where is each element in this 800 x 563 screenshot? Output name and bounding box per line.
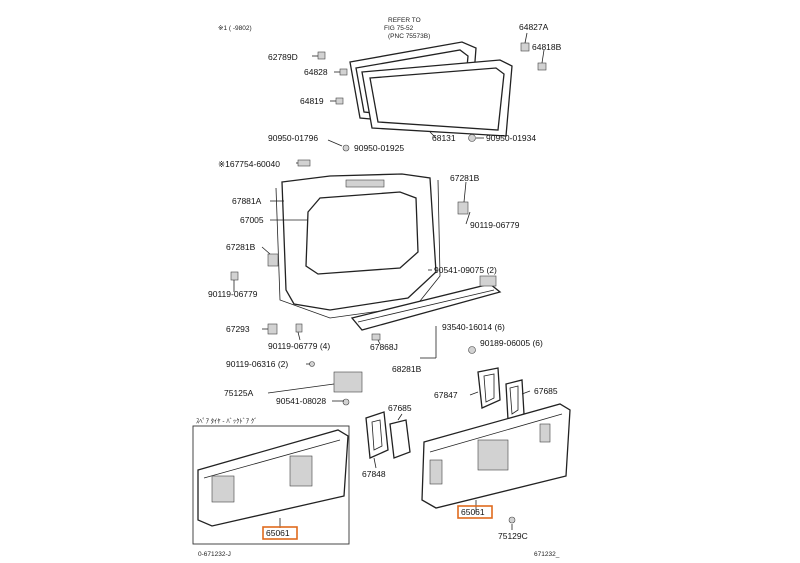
label-90119-06779-left: 90119-06779 bbox=[208, 289, 258, 299]
label-90950-01934: 90950-01934 bbox=[486, 133, 536, 143]
garnish-67847 bbox=[477, 367, 501, 409]
highlight-65061-right bbox=[457, 505, 493, 519]
hinge-67281B-left-icon bbox=[267, 253, 279, 267]
label-67868J: 67868J bbox=[370, 342, 398, 352]
label-67847: 67847 bbox=[434, 390, 458, 400]
clip-64827A-icon bbox=[520, 42, 530, 52]
panel-65061-inset bbox=[197, 429, 349, 527]
highlight-65061-left bbox=[262, 526, 298, 540]
panel-65061-main bbox=[421, 403, 571, 509]
label-67685-left: 67685 bbox=[388, 403, 412, 413]
label-68281B: 68281B bbox=[392, 364, 422, 374]
label-90950-01925: 90950-01925 bbox=[354, 143, 404, 153]
lock-75125A-icon bbox=[333, 371, 363, 406]
label-64818B: 64818B bbox=[532, 42, 562, 52]
label-65061-left[interactable]: 65061 bbox=[266, 528, 290, 538]
clip-90950-01934-icon bbox=[468, 134, 476, 142]
footer-right: 671232_ bbox=[534, 551, 560, 558]
grommet-icon bbox=[468, 346, 476, 354]
back-glass-assembly bbox=[349, 41, 513, 137]
label-62789D: 62789D bbox=[268, 52, 298, 62]
label-67293: 67293 bbox=[226, 324, 250, 334]
label-68131: 68131 bbox=[432, 133, 456, 143]
label-90950-01796: 90950-01796 bbox=[268, 133, 318, 143]
back-door-panel bbox=[275, 159, 441, 319]
label-67005: 67005 bbox=[240, 215, 264, 225]
clip-64819-icon bbox=[335, 97, 344, 105]
refer-note-1: REFER TO bbox=[388, 17, 421, 24]
label-67754-60040: ※167754-60040 bbox=[218, 159, 280, 169]
clip-75129C-icon bbox=[508, 516, 516, 524]
rail-68281B bbox=[350, 275, 502, 331]
label-65061-right[interactable]: 65061 bbox=[461, 507, 485, 517]
label-64828: 64828 bbox=[304, 67, 328, 77]
label-90541-08028: 90541-08028 bbox=[276, 396, 326, 406]
inset-caption: ｽﾍﾟｱ ﾀｲﾔ - ﾊﾞｯｸﾄﾞｱ ｸﾞ bbox=[196, 417, 257, 425]
label-93540-16014: 93540-16014 (6) bbox=[442, 322, 505, 332]
label-64827A: 64827A bbox=[519, 22, 549, 32]
label-75125A: 75125A bbox=[224, 388, 254, 398]
garnish-67685-right bbox=[505, 379, 525, 421]
refer-note-3: (PNC 75573B) bbox=[388, 33, 430, 40]
label-90119-06316: 90119-06316 (2) bbox=[226, 359, 288, 369]
hinge-67281B-right-icon bbox=[457, 201, 469, 215]
label-90119-06779-right: 90119-06779 bbox=[470, 220, 520, 230]
clip-62789D-icon bbox=[317, 51, 326, 60]
clip-90950-01796-icon bbox=[342, 144, 350, 152]
garnish-67848 bbox=[365, 411, 389, 459]
label-90119-06779-4: 90119-06779 (4) bbox=[268, 341, 330, 351]
bolt-left-icon bbox=[230, 271, 239, 281]
label-67281B-left: 67281B bbox=[226, 242, 256, 252]
clip-64828-icon bbox=[339, 68, 348, 76]
label-67881A: 67881A bbox=[232, 196, 262, 206]
garnish-67685-left bbox=[389, 419, 411, 459]
label-90189-06005: 90189-06005 (6) bbox=[480, 338, 543, 348]
note-top: ※1 ( -9802) bbox=[218, 25, 252, 32]
bolt-90119-06779-4-icon bbox=[295, 323, 303, 333]
label-90541-09075: 90541-09075 (2) bbox=[434, 265, 497, 275]
label-64819: 64819 bbox=[300, 96, 324, 106]
label-67848: 67848 bbox=[362, 469, 386, 479]
footer-left: 0-671232-J bbox=[198, 551, 231, 558]
clip-64818B-icon bbox=[537, 62, 547, 71]
leader-lines bbox=[233, 32, 545, 530]
label-75129C: 75129C bbox=[498, 531, 528, 541]
screw-90119-06316-icon bbox=[309, 361, 315, 367]
refer-note-2: FIG 75-52 bbox=[384, 25, 414, 32]
stopper-67293-icon bbox=[267, 323, 278, 335]
label-67281B-right: 67281B bbox=[450, 173, 480, 183]
label-67685-right: 67685 bbox=[534, 386, 558, 396]
clip-67868J-icon bbox=[371, 333, 381, 341]
